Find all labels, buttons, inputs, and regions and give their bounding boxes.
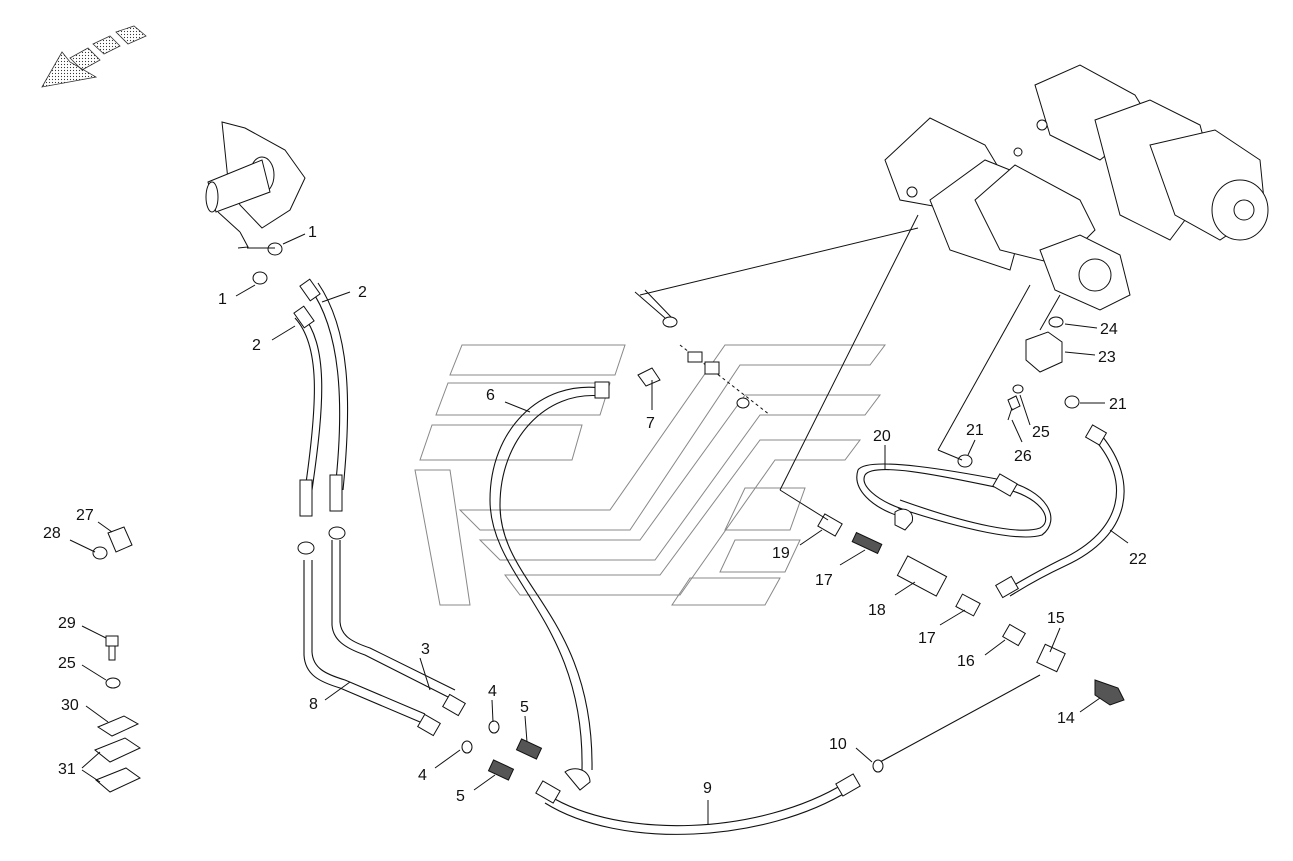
- callout-25-b: 25: [58, 655, 76, 672]
- upper-fitting-assembly: [634, 289, 771, 416]
- callout-6: 6: [486, 387, 495, 404]
- callout-18: 18: [868, 602, 886, 619]
- callout-26: 26: [1014, 448, 1032, 465]
- callout-19: 19: [772, 545, 790, 562]
- callout-4-a: 4: [488, 683, 497, 700]
- callout-7: 7: [646, 415, 655, 432]
- hose-lines: [294, 282, 1125, 835]
- callout-21-a: 21: [966, 422, 984, 439]
- callout-23: 23: [1098, 349, 1116, 366]
- callout-25-a: 25: [1032, 424, 1050, 441]
- callout-5-a: 5: [520, 699, 529, 716]
- callout-15: 15: [1047, 610, 1065, 627]
- callout-8: 8: [309, 696, 318, 713]
- callout-labels: 1 1 2 2 3 4 4 5 5 6 7 8 9 10 14 15 16 17…: [43, 224, 1147, 805]
- callout-31: 31: [58, 761, 76, 778]
- callout-30: 30: [61, 697, 79, 714]
- callout-16: 16: [957, 653, 975, 670]
- callout-20: 20: [873, 428, 891, 445]
- callout-2-a: 2: [252, 337, 261, 354]
- callout-17-a: 17: [815, 572, 833, 589]
- clamp-parts: [92, 526, 142, 793]
- watermark-logo: [414, 344, 886, 606]
- assembly-lines: [247, 214, 1061, 521]
- callout-29: 29: [58, 615, 76, 632]
- pump-assembly: [884, 64, 1269, 311]
- direction-arrow-icon: [41, 25, 147, 88]
- callout-5-b: 5: [456, 788, 465, 805]
- callout-10: 10: [829, 736, 847, 753]
- callout-9: 9: [703, 780, 712, 797]
- hose-fittings: [252, 242, 1125, 804]
- callout-22: 22: [1129, 551, 1147, 568]
- callout-leaders: [69, 233, 1129, 825]
- callout-2-b: 2: [358, 284, 367, 301]
- callout-24: 24: [1100, 321, 1118, 338]
- callout-1-b: 1: [218, 291, 227, 308]
- callout-17-b: 17: [918, 630, 936, 647]
- callout-14: 14: [1057, 710, 1075, 727]
- callout-3: 3: [421, 641, 430, 658]
- callout-28: 28: [43, 525, 61, 542]
- callout-1-a: 1: [308, 224, 317, 241]
- valve-bracket: [205, 121, 306, 249]
- callout-21-b: 21: [1109, 396, 1127, 413]
- callout-4-b: 4: [418, 767, 427, 784]
- callout-27: 27: [76, 507, 94, 524]
